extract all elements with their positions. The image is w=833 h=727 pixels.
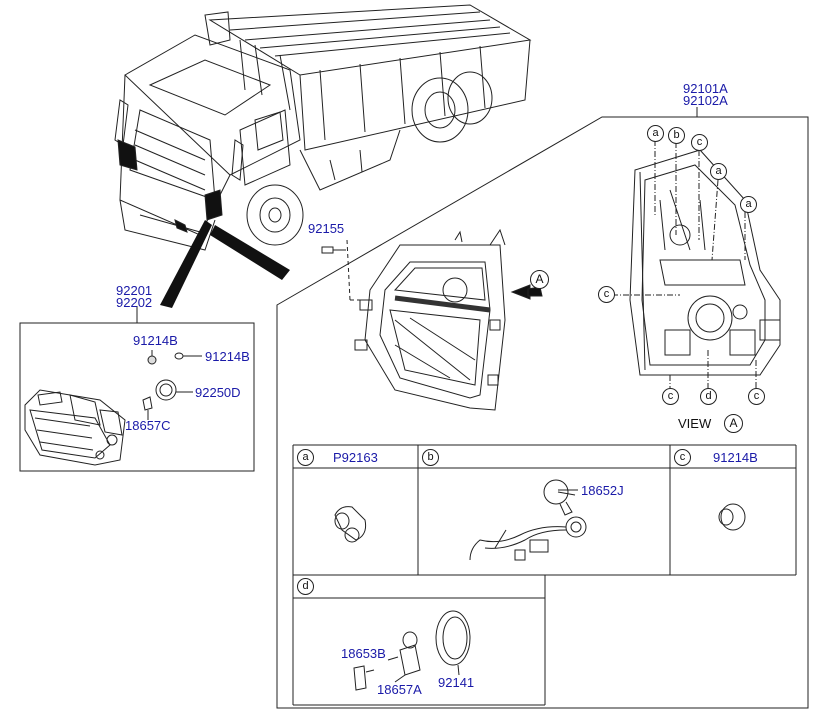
callout-a-3: a bbox=[740, 196, 757, 213]
detail-b-letter: b bbox=[422, 449, 439, 466]
callout-b: b bbox=[668, 127, 685, 144]
callout-c-1: c bbox=[691, 134, 708, 151]
callout-c-3: c bbox=[662, 388, 679, 405]
fog-lamp-rh-label: 92202 bbox=[116, 295, 153, 310]
fog-cap-left-label: 91214B bbox=[133, 333, 178, 348]
callout-c-4: c bbox=[748, 388, 765, 405]
callout-a-1: a bbox=[647, 125, 664, 142]
view-label: VIEW bbox=[678, 416, 712, 431]
detail-c-part: 91214B bbox=[713, 450, 758, 465]
detail-a-part: P92163 bbox=[333, 450, 378, 465]
adjust-screw-label: 92155 bbox=[308, 221, 345, 236]
view-arrow-marker: A bbox=[530, 270, 549, 289]
fog-socket-label: 92250D bbox=[195, 385, 241, 400]
detail-b-part: 18652J bbox=[581, 483, 624, 498]
detail-a-letter: a bbox=[297, 449, 314, 466]
callout-d: d bbox=[700, 388, 717, 405]
detail-c-letter: c bbox=[674, 449, 691, 466]
detail-d-bulb-part: 18657A bbox=[377, 682, 422, 697]
headlamp-rear-view bbox=[629, 149, 781, 376]
headlamp-rh-label: 92102A bbox=[683, 93, 728, 108]
callout-c-2: c bbox=[598, 286, 615, 303]
headlamp-illustration bbox=[354, 228, 506, 411]
fog-bulb-label: 18657C bbox=[125, 418, 171, 433]
detail-d-ring-part: 92141 bbox=[438, 675, 475, 690]
callout-a-2: a bbox=[710, 163, 727, 180]
detail-d-holder-part: 18653B bbox=[341, 646, 386, 661]
truck-illustration bbox=[114, 4, 532, 251]
fog-cap-right-label: 91214B bbox=[205, 349, 250, 364]
fog-lamp-lh-label: 92201 bbox=[116, 283, 153, 298]
view-label-letter: A bbox=[724, 414, 743, 433]
detail-d-letter: d bbox=[297, 578, 314, 595]
fog-lamp-illustration bbox=[24, 389, 126, 466]
headlamp-lh-label: 92101A bbox=[683, 81, 728, 96]
